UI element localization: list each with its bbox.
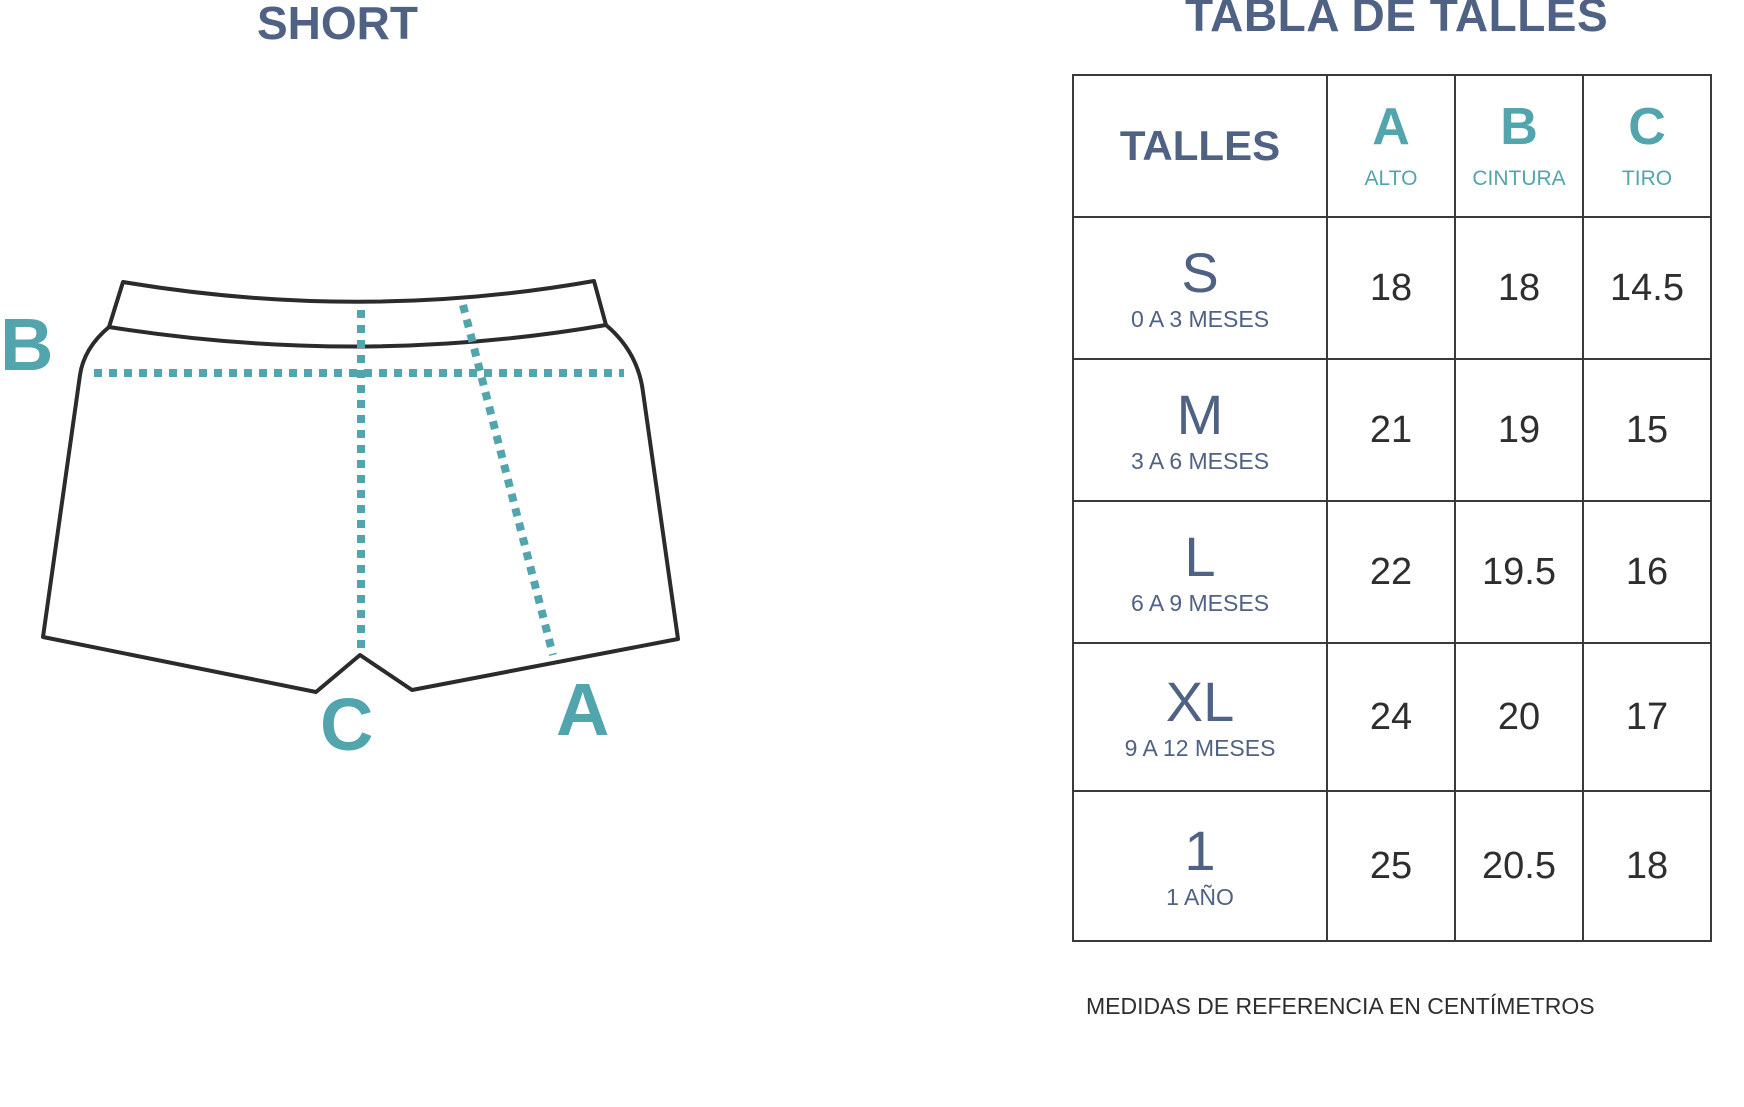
size-age: 0 A 3 MESES [1130, 305, 1270, 332]
size-name: L [1184, 524, 1216, 588]
value-cell: 21 [1326, 358, 1456, 502]
header-sublabel: ALTO [1364, 167, 1418, 190]
size-age: 9 A 12 MESES [1124, 734, 1276, 761]
label-a: A [556, 668, 609, 751]
header-sublabel: TIRO [1621, 167, 1673, 190]
table-row: M 3 A 6 MESES 21 19 15 [1072, 358, 1712, 502]
value-alto: 21 [1369, 408, 1413, 451]
table-header-row: TALLES A ALTO B CINTURA C TIRO [1072, 74, 1712, 218]
measurement-guides [94, 304, 624, 656]
size-cell: 1 1 AÑO [1072, 790, 1328, 942]
guide-a-length [459, 304, 557, 656]
value-cell: 19.5 [1454, 500, 1584, 644]
label-b: B [0, 303, 53, 386]
value-cintura: 20.5 [1482, 844, 1556, 887]
value-cell: 15 [1582, 358, 1712, 502]
header-talles: TALLES [1072, 74, 1328, 218]
size-table: TALLES A ALTO B CINTURA C TIRO S 0 A 3 M… [1072, 74, 1712, 942]
header-col-b: B CINTURA [1454, 74, 1584, 218]
value-cell: 14.5 [1582, 216, 1712, 360]
table-row: 1 1 AÑO 25 20.5 18 [1072, 790, 1712, 942]
value-cell: 22 [1326, 500, 1456, 644]
value-cell: 18 [1454, 216, 1584, 360]
value-cintura: 20 [1497, 695, 1541, 738]
header-sublabel: CINTURA [1472, 167, 1566, 190]
value-alto: 22 [1369, 550, 1413, 593]
header-letter: B [1500, 98, 1538, 156]
value-tiro: 14.5 [1610, 266, 1684, 309]
short-outline [41, 279, 680, 694]
size-name: 1 [1184, 818, 1216, 882]
size-name: M [1176, 382, 1224, 446]
value-cintura: 18 [1497, 266, 1541, 309]
table-row: L 6 A 9 MESES 22 19.5 16 [1072, 500, 1712, 644]
size-name: S [1181, 240, 1219, 304]
header-talles-label: TALLES [1119, 122, 1281, 169]
short-measurement-diagram: B C A [0, 279, 680, 766]
value-alto: 25 [1369, 844, 1413, 887]
short-body-shape [41, 323, 680, 694]
table-title: TABLA DE TALLES [1185, 0, 1609, 41]
header-letter: C [1628, 98, 1666, 156]
header-col-a: A ALTO [1326, 74, 1456, 218]
header-col-c: C TIRO [1582, 74, 1712, 218]
value-cell: 18 [1582, 790, 1712, 942]
value-cintura: 19.5 [1482, 550, 1556, 593]
size-cell: M 3 A 6 MESES [1072, 358, 1328, 502]
value-tiro: 18 [1625, 844, 1669, 887]
footnote: MEDIDAS DE REFERENCIA EN CENTÍMETROS [1086, 993, 1595, 1019]
table-row: S 0 A 3 MESES 18 18 14.5 [1072, 216, 1712, 360]
size-name: XL [1165, 669, 1235, 733]
size-cell: XL 9 A 12 MESES [1072, 642, 1328, 792]
value-cintura: 19 [1497, 408, 1541, 451]
size-age: 1 AÑO [1166, 883, 1234, 910]
size-cell: S 0 A 3 MESES [1072, 216, 1328, 360]
value-cell: 25 [1326, 790, 1456, 942]
short-title: SHORT [257, 0, 418, 49]
value-tiro: 16 [1625, 550, 1669, 593]
value-alto: 24 [1369, 695, 1413, 738]
value-tiro: 17 [1625, 695, 1669, 738]
table-row: XL 9 A 12 MESES 24 20 17 [1072, 642, 1712, 792]
value-cell: 18 [1326, 216, 1456, 360]
value-cell: 16 [1582, 500, 1712, 644]
value-alto: 18 [1369, 266, 1413, 309]
value-tiro: 15 [1625, 408, 1669, 451]
waistband-shape [107, 279, 608, 349]
size-age: 3 A 6 MESES [1130, 447, 1270, 474]
size-age: 6 A 9 MESES [1130, 589, 1270, 616]
value-cell: 17 [1582, 642, 1712, 792]
value-cell: 19 [1454, 358, 1584, 502]
value-cell: 20 [1454, 642, 1584, 792]
value-cell: 20.5 [1454, 790, 1584, 942]
size-cell: L 6 A 9 MESES [1072, 500, 1328, 644]
header-letter: A [1372, 98, 1410, 156]
value-cell: 24 [1326, 642, 1456, 792]
label-c: C [320, 683, 373, 766]
